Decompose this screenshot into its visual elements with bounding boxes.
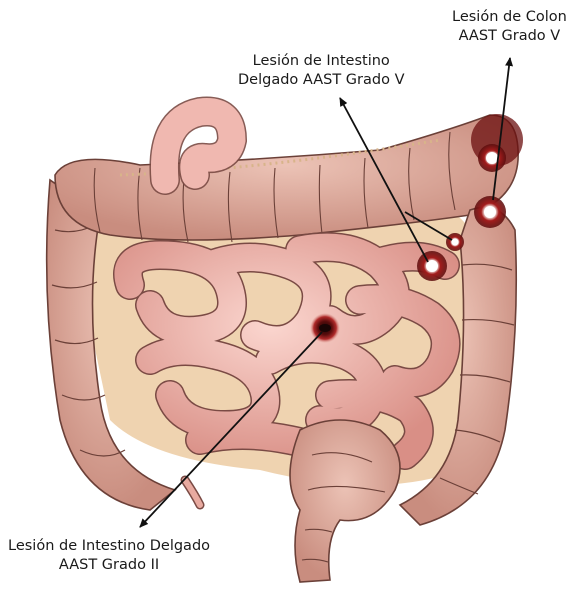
colon-injury-label: Lesión de Colon AAST Grado V — [452, 8, 567, 46]
colon-injury-label-line2: AAST Grado V — [452, 27, 567, 46]
small-bowel-grade-v-label-line2: Delgado AAST Grado V — [238, 71, 405, 90]
small-bowel-grade-v-label: Lesión de Intestino Delgado AAST Grado V — [238, 52, 405, 90]
small-bowel-grade-v-label-line1: Lesión de Intestino — [238, 52, 405, 71]
small-bowel-grade-ii-label: Lesión de Intestino Delgado AAST Grado I… — [8, 537, 210, 575]
small-bowel-grade-ii-label-line2: AAST Grado II — [8, 556, 210, 575]
small-bowel-grade-ii-label-line1: Lesión de Intestino Delgado — [8, 537, 210, 556]
sigmoid-rectum — [290, 420, 400, 582]
colon-injury-label-line1: Lesión de Colon — [452, 8, 567, 27]
small-bowel-grade-ii-injury-mark — [310, 313, 340, 343]
